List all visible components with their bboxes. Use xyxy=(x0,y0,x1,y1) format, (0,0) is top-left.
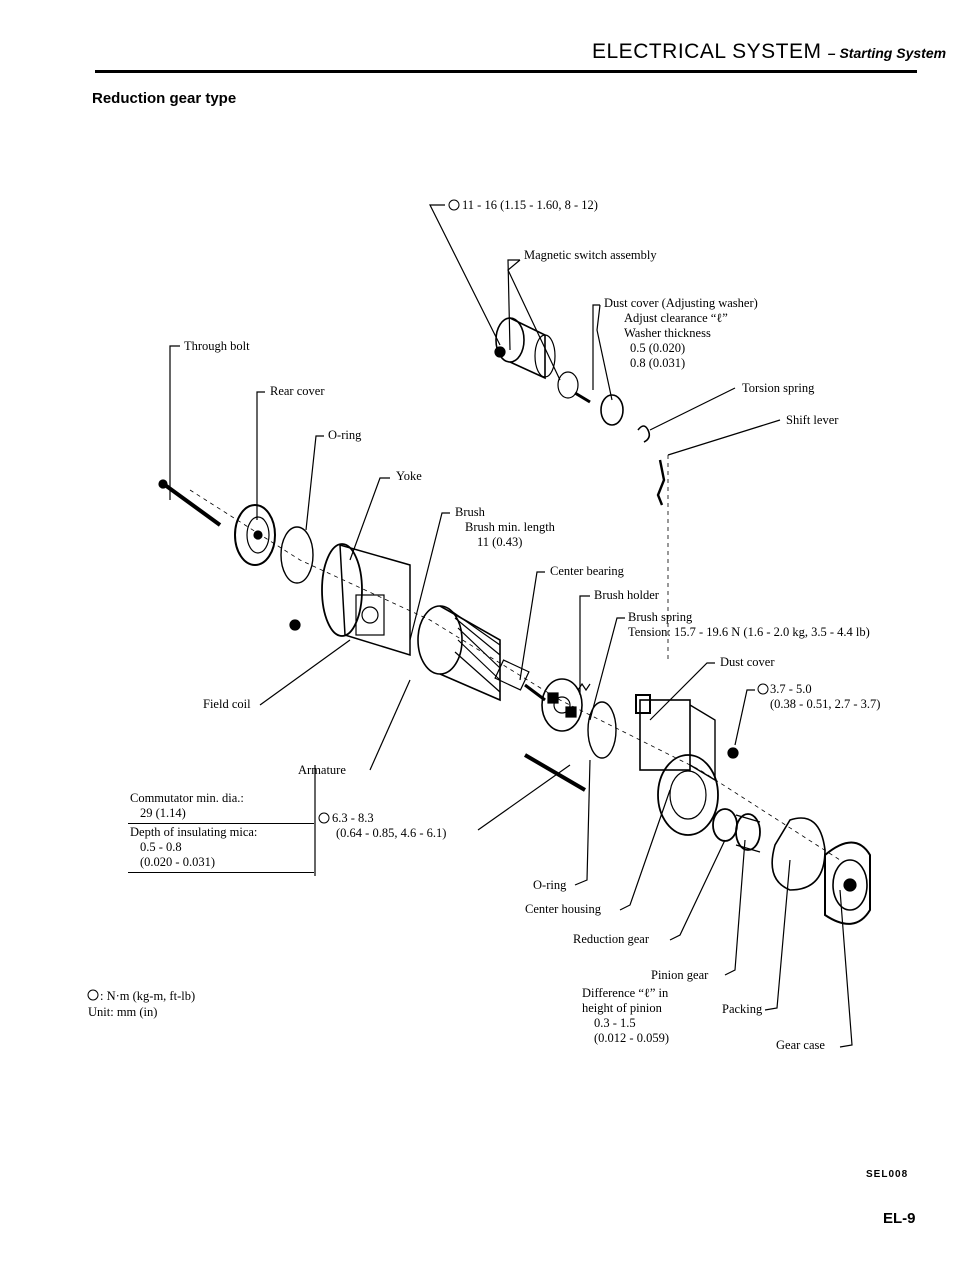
label-o-ring-1: O-ring xyxy=(328,428,362,442)
packing-part xyxy=(771,817,826,891)
label-reduction-gear: Reduction gear xyxy=(573,932,650,946)
leader-o-ring-1 xyxy=(305,435,324,531)
leader-reduction-gear xyxy=(669,839,726,941)
label-field-coil: Field coil xyxy=(203,697,251,711)
label-rear-cover: Rear cover xyxy=(270,384,325,398)
o-ring-2-part xyxy=(587,701,617,759)
label-brush-holder: Brush holder xyxy=(594,588,659,602)
shift-lever-part xyxy=(637,425,666,506)
housing-bolt-part xyxy=(523,753,587,792)
leader-yoke xyxy=(349,477,390,561)
header-subtitle: – Starting System xyxy=(827,45,947,61)
label-torque-top: 11 - 16 (1.15 - 1.60, 8 - 12) xyxy=(462,198,598,212)
leader-brush-holder xyxy=(579,595,590,695)
leader-armature xyxy=(369,679,411,771)
label-dust-cover-adj: Dust cover (Adjusting washer) Adjust cle… xyxy=(604,296,758,370)
label-yoke: Yoke xyxy=(396,469,422,483)
mica-spec: Depth of insulating mica: 0.5 - 0.8 (0.0… xyxy=(128,824,314,873)
label-through-bolt: Through bolt xyxy=(184,339,250,353)
leader-dust-cover-adj xyxy=(592,304,600,390)
leader-torsion-spring xyxy=(649,387,736,431)
leader-shift-lever xyxy=(667,419,781,456)
center-housing-part xyxy=(635,694,719,836)
label-packing: Packing xyxy=(722,1002,763,1016)
rear-cover-part xyxy=(234,504,276,566)
leader-packing xyxy=(764,859,791,1011)
pinion-gear-part xyxy=(712,808,761,853)
header-rule xyxy=(95,70,917,73)
label-dust-cover: Dust cover xyxy=(720,655,775,669)
commutator-spec-box: Commutator min. dia.: 29 (1.14) Depth of… xyxy=(128,790,314,873)
drawing-code: SEL008 xyxy=(866,1169,909,1180)
header-title: ELECTRICAL SYSTEM xyxy=(592,40,822,63)
leader-center-housing xyxy=(619,789,671,911)
leader-torque-right xyxy=(734,689,755,746)
yoke-part xyxy=(321,543,411,657)
brush-spring-part xyxy=(577,682,591,692)
page-header: ELECTRICAL SYSTEM – Starting System xyxy=(592,40,946,64)
section-title: Reduction gear type xyxy=(92,90,237,107)
assembly-axis xyxy=(189,489,841,861)
leader-gear-case xyxy=(839,889,853,1048)
leader-field-coil xyxy=(259,639,351,706)
label-pinion-gear: Pinion gear xyxy=(651,968,709,982)
through-bolt-part xyxy=(158,479,222,527)
leader-rear-cover xyxy=(256,391,265,520)
magnetic-switch-part xyxy=(494,317,556,380)
leader-o-ring-2 xyxy=(574,759,591,886)
leader-magnetic-switch xyxy=(507,259,520,351)
legend-unit: Unit: mm (in) xyxy=(88,1005,158,1019)
leader-center-bearing xyxy=(519,571,545,681)
leader-brush-spring xyxy=(589,617,625,721)
screw-part xyxy=(289,619,301,631)
brush-holder-part xyxy=(541,678,583,732)
units-legend: : N·m (kg-m, ft-lb) Unit: mm (in) xyxy=(88,988,195,1020)
label-magnetic-switch: Magnetic switch assembly xyxy=(524,248,657,262)
label-brush: Brush Brush min. length 11 (0.43) xyxy=(455,505,555,549)
torque-symbol-icon xyxy=(87,199,769,1001)
label-brush-spring: Brush spring Tension: 15.7 - 19.6 N (1.6… xyxy=(628,610,870,639)
gear-case-part xyxy=(824,841,871,925)
plunger-part xyxy=(557,371,591,404)
adjusting-washer-part xyxy=(600,394,624,426)
leader-torque-top xyxy=(429,204,501,346)
commutator-spec: Commutator min. dia.: 29 (1.14) xyxy=(128,790,314,824)
label-torque-mid: 6.3 - 8.3 (0.64 - 0.85, 4.6 - 6.1) xyxy=(332,811,447,840)
armature-part xyxy=(417,605,546,702)
label-gear-case: Gear case xyxy=(776,1038,825,1052)
leader-through-bolt xyxy=(169,345,180,500)
label-torque-right: 3.7 - 5.0 (0.38 - 0.51, 2.7 - 3.7) xyxy=(770,682,881,711)
label-center-bearing: Center bearing xyxy=(550,564,624,578)
label-armature: Armature xyxy=(298,763,346,777)
label-center-housing: Center housing xyxy=(525,902,602,916)
o-ring-1-part xyxy=(280,526,314,584)
label-torsion-spring: Torsion spring xyxy=(742,381,815,395)
page-number: EL-9 xyxy=(883,1210,916,1227)
leader-brush xyxy=(409,512,450,641)
leader-torque-mid xyxy=(477,764,571,831)
label-difference: Difference “ℓ” in height of pinion 0.3 -… xyxy=(582,986,669,1045)
leader-dust-cover xyxy=(649,662,715,721)
label-shift-lever: Shift lever xyxy=(786,413,839,427)
legend-torque-units: : N·m (kg-m, ft-lb) xyxy=(100,989,196,1003)
leader-pinion-gear xyxy=(724,839,746,976)
screw-right-part xyxy=(727,747,739,759)
label-o-ring-2: O-ring xyxy=(533,878,567,892)
